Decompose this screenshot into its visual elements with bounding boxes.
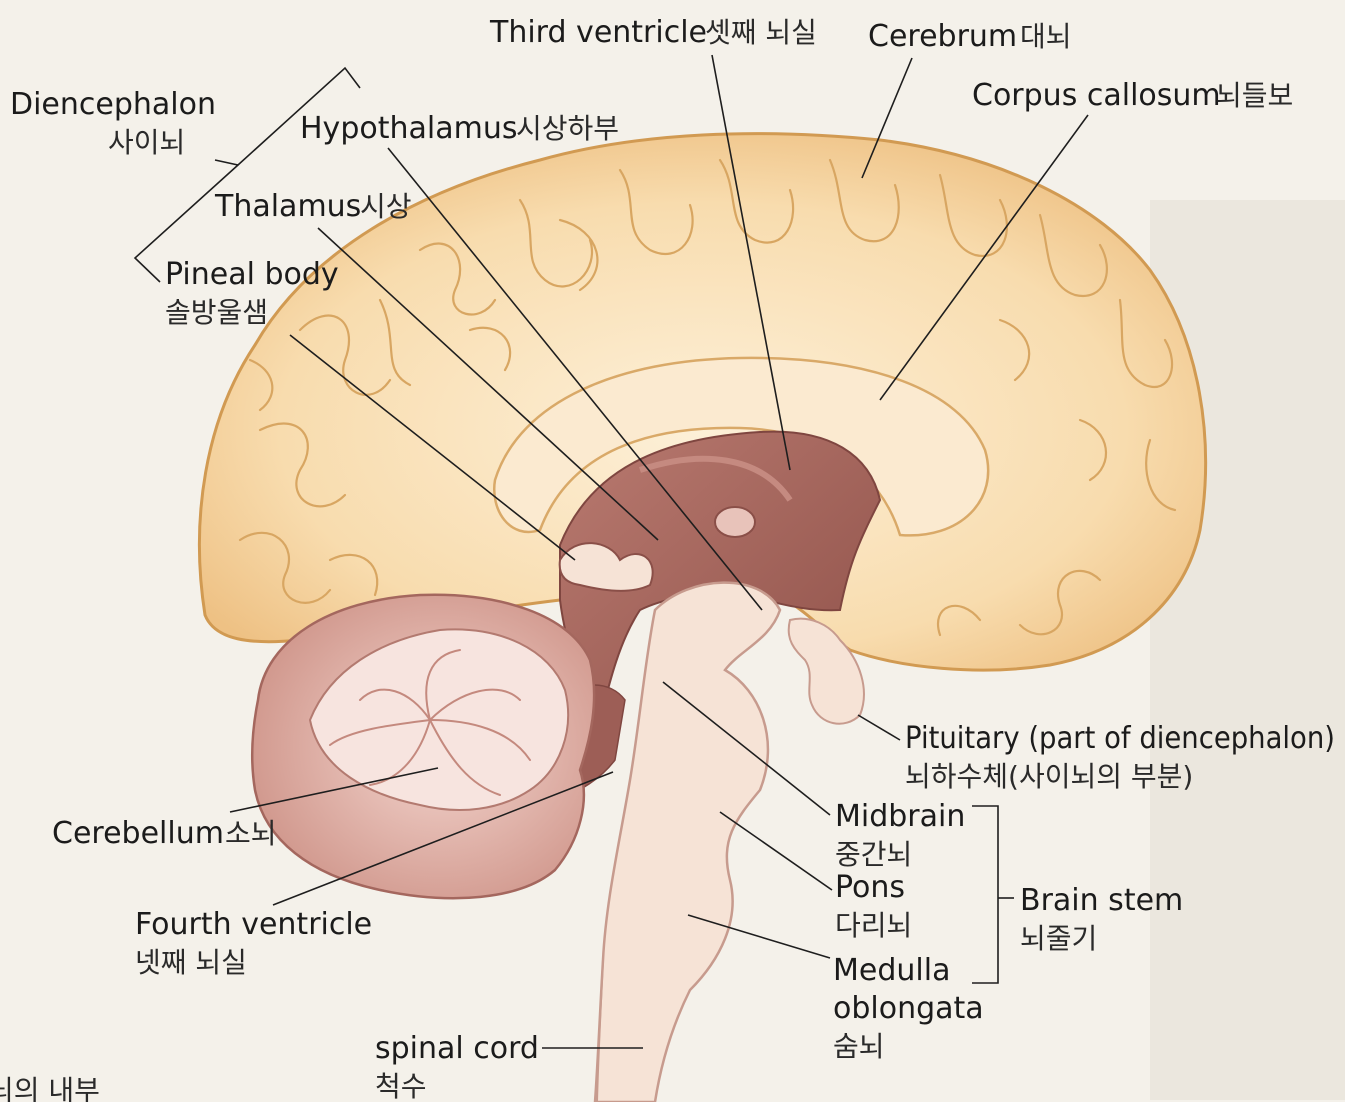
third-ventricle-label-ko: 셋째 뇌실 — [705, 16, 817, 49]
cerebellum-label: Cerebellum — [52, 816, 224, 851]
medulla-label: Medulla — [833, 953, 950, 988]
thalamic-adhesion-shape — [715, 507, 755, 537]
pons-label-ko: 다리뇌 — [835, 909, 912, 942]
hypothalamus-label: Hypothalamus — [300, 111, 517, 146]
pineal-body-label: Pineal body — [165, 257, 339, 292]
thalamus-label-ko: 시상 — [360, 190, 412, 223]
cerebellum-label-ko: 소뇌 — [225, 817, 277, 850]
fourth-ventricle-label-ko: 넷째 뇌실 — [135, 946, 247, 979]
medulla-label-line2: oblongata — [833, 991, 984, 1026]
pineal-body-label-ko: 솔방울샘 — [165, 296, 268, 329]
corpus-callosum-label: Corpus callosum — [972, 78, 1221, 113]
third-ventricle-label: Third ventricle — [489, 15, 707, 50]
spinal-cord-label: spinal cord — [375, 1031, 539, 1066]
cerebrum-label-ko: 대뇌 — [1020, 20, 1072, 53]
page-caption-fragment: 뇌의 내부 — [0, 1074, 100, 1102]
medulla-label-ko: 숨뇌 — [833, 1030, 885, 1063]
cerebrum-label: Cerebrum — [868, 19, 1017, 54]
spinal-cord-label-ko: 척수 — [375, 1070, 427, 1102]
diencephalon-label-ko: 사이뇌 — [108, 126, 185, 159]
fourth-ventricle-label: Fourth ventricle — [135, 907, 372, 942]
brain-stem-label: Brain stem — [1020, 883, 1183, 918]
diencephalon-label: Diencephalon — [10, 87, 216, 122]
midbrain-label-ko: 중간뇌 — [835, 838, 912, 871]
pons-label: Pons — [835, 870, 905, 905]
pituitary-label: Pituitary (part of diencephalon) — [905, 721, 1335, 756]
hypothalamus-label-ko: 시상하부 — [516, 112, 619, 145]
midbrain-label: Midbrain — [835, 799, 965, 834]
brain-stem-label-ko: 뇌줄기 — [1020, 922, 1097, 955]
corpus-callosum-label-ko: 뇌들보 — [1216, 79, 1293, 112]
thalamus-label: Thalamus — [214, 189, 361, 224]
pituitary-label-ko: 뇌하수체(사이뇌의 부분) — [905, 760, 1193, 793]
